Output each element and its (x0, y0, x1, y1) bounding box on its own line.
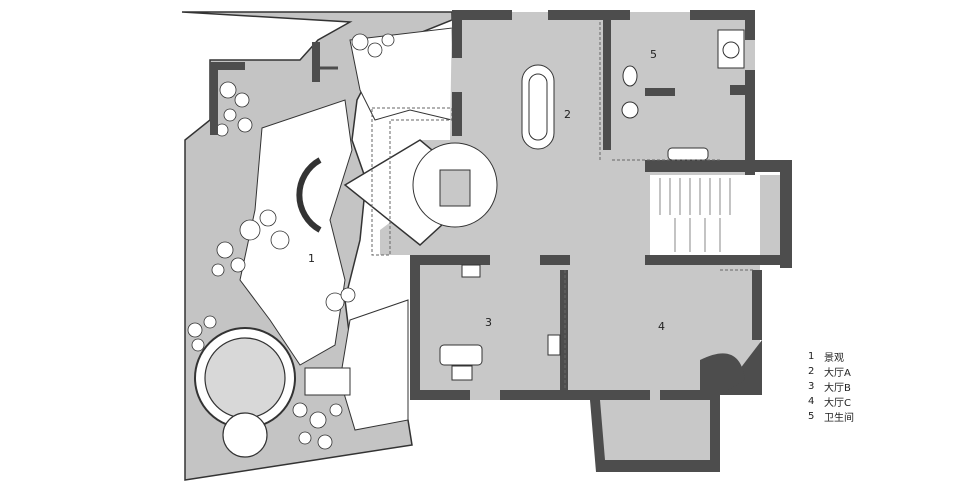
legend-row: 2 大厅A (808, 364, 854, 379)
legend-row: 1 景观 (808, 349, 854, 364)
legend-number: 5 (808, 411, 815, 422)
landscape-area (181, 11, 453, 481)
room-label-5: 5 (650, 48, 657, 61)
room-label-1: 1 (308, 252, 315, 265)
walls (410, 10, 792, 472)
legend-number: 4 (808, 396, 815, 407)
room-label-3: 3 (485, 316, 492, 329)
legend-name: 大厅B (824, 383, 851, 394)
legend-name: 大厅C (824, 398, 851, 409)
legend-number: 2 (808, 366, 815, 377)
legend-name: 大厅A (824, 368, 851, 379)
room-label-2: 2 (564, 108, 571, 121)
legend-row: 4 大厅C (808, 394, 854, 409)
room-label-4: 4 (658, 320, 665, 333)
glass-partitions (564, 20, 755, 390)
legend-number: 3 (808, 381, 815, 392)
legend-row: 3 大厅B (808, 379, 854, 394)
room-legend: 1 景观 2 大厅A 3 大厅B 4 大厅C 5 卫生间 (808, 349, 854, 424)
legend-row: 5 卫生间 (808, 409, 854, 424)
fixtures (439, 29, 745, 381)
legend-number: 1 (808, 351, 815, 362)
legend-name: 景观 (824, 353, 844, 364)
legend-name: 卫生间 (824, 413, 854, 424)
